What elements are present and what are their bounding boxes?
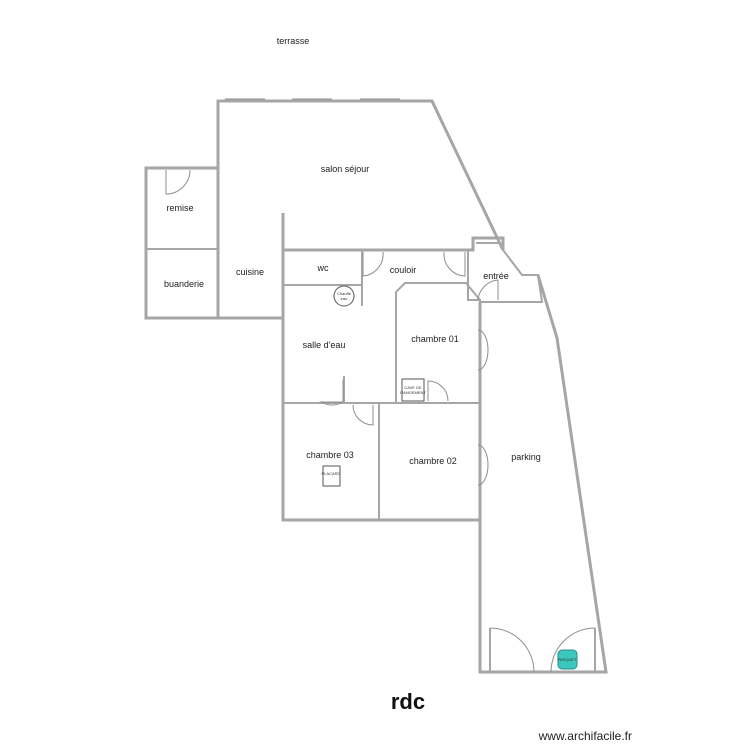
chambre01-wall bbox=[395, 282, 481, 403]
room-couloir: couloir bbox=[390, 265, 417, 275]
water-heater-label-2: eau bbox=[341, 296, 348, 301]
room-labels: salon séjour remise buanderie cuisine wc… bbox=[164, 164, 541, 466]
wardrobe-label: PLACARD bbox=[322, 471, 341, 476]
door-arc bbox=[427, 380, 449, 402]
room-wc: wc bbox=[317, 263, 329, 273]
credit-link[interactable]: www.archifacile.fr bbox=[538, 729, 632, 743]
room-salon-sejour: salon séjour bbox=[321, 164, 370, 174]
window-arc bbox=[477, 329, 489, 371]
storage-label-2: RANGEMENT bbox=[400, 390, 426, 395]
water-heater-icon bbox=[333, 285, 355, 307]
door-arc bbox=[443, 251, 466, 277]
entree-wall bbox=[467, 250, 481, 403]
window-arc bbox=[477, 444, 489, 486]
garage-door-left bbox=[489, 627, 535, 673]
doors bbox=[165, 169, 596, 673]
water-heater-label-1: Chauffe bbox=[337, 291, 352, 296]
fixtures: Chauffe eau CAVE DE RANGEMENT PLACARD PA… bbox=[322, 285, 578, 670]
door-arc bbox=[352, 404, 374, 426]
wardrobe-icon bbox=[322, 465, 341, 487]
garage-door-right bbox=[550, 627, 596, 673]
parking-wall bbox=[478, 274, 608, 674]
door-arc bbox=[165, 169, 191, 195]
parking-fixture-label: PARQUET bbox=[557, 657, 577, 662]
walls bbox=[144, 99, 608, 674]
room-cuisine: cuisine bbox=[236, 267, 264, 277]
plan-title: rdc bbox=[391, 689, 425, 714]
door-arc bbox=[319, 380, 344, 406]
room-parking: parking bbox=[511, 452, 541, 462]
storage-icon bbox=[401, 378, 425, 402]
room-chambre-01: chambre 01 bbox=[411, 334, 459, 344]
parking-fixture-icon bbox=[557, 649, 578, 670]
room-buanderie: buanderie bbox=[164, 279, 204, 289]
terrace-label: terrasse bbox=[277, 36, 310, 46]
room-chambre-03: chambre 03 bbox=[306, 450, 354, 460]
room-chambre-02: chambre 02 bbox=[409, 456, 457, 466]
room-salle-eau: salle d'eau bbox=[303, 340, 346, 350]
salon-wall bbox=[216, 99, 505, 318]
corridor-top-wall bbox=[283, 236, 505, 252]
door-arc bbox=[477, 279, 499, 301]
storage-label-1: CAVE DE bbox=[404, 385, 422, 390]
annex-wall bbox=[144, 166, 283, 320]
room-entree: entrée bbox=[483, 271, 509, 281]
room-remise: remise bbox=[166, 203, 193, 213]
bedrooms-left-wall bbox=[281, 250, 480, 522]
door-arc bbox=[362, 251, 384, 277]
